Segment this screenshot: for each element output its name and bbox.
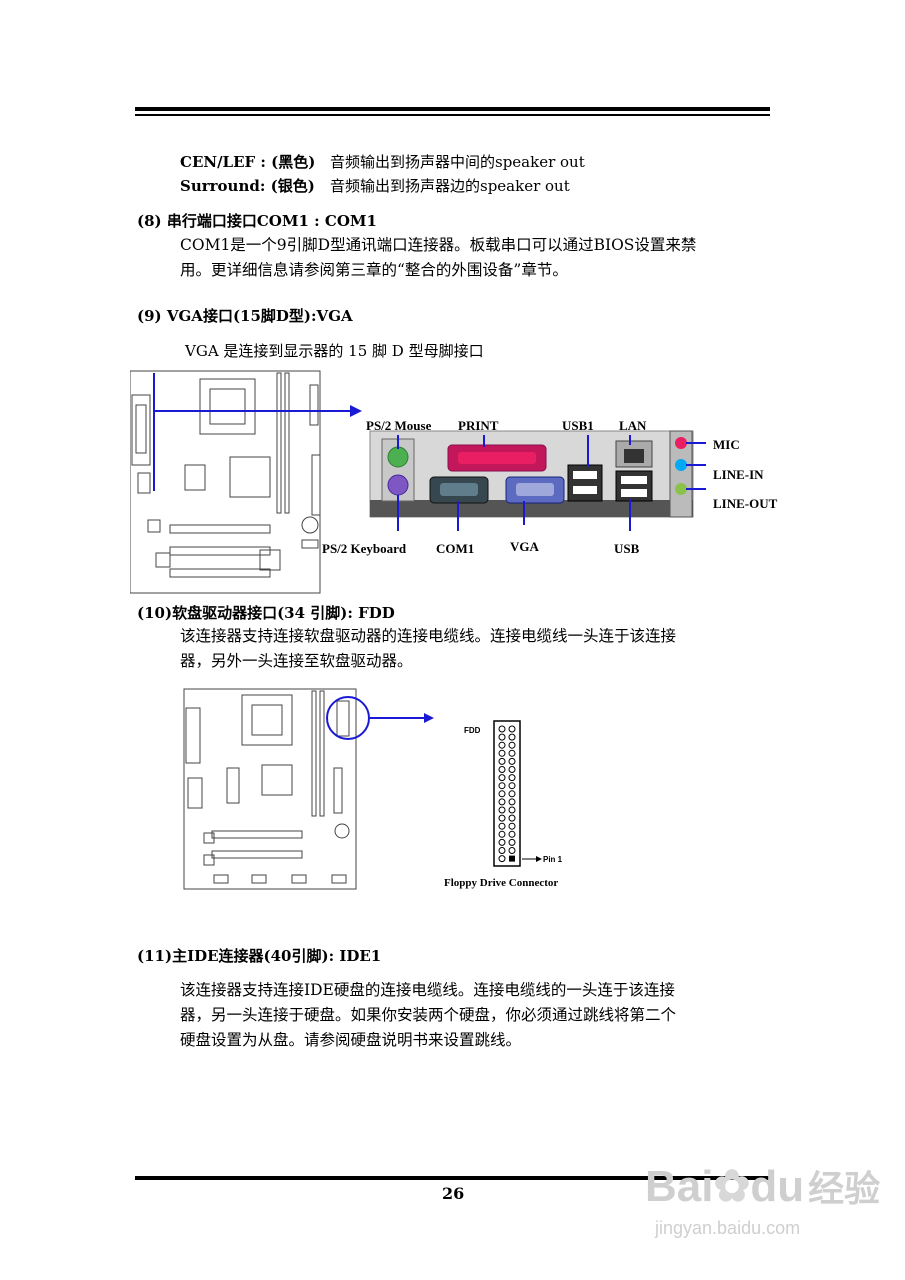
fdd-pin	[508, 733, 516, 741]
fdd-label: FDD	[464, 726, 481, 735]
fdd-pin	[508, 814, 516, 822]
io-panel-figure	[130, 370, 706, 594]
fdd-pin	[498, 733, 506, 741]
mic-jack	[675, 437, 687, 449]
fdd-pin	[498, 855, 506, 863]
watermark-brand2: du	[750, 1162, 805, 1211]
arrow-head	[350, 405, 362, 417]
footer-rule	[135, 1176, 770, 1180]
fdd-pin	[508, 782, 516, 790]
selection-bracket	[153, 373, 350, 491]
surround-label: Surround: (银色)	[180, 177, 315, 195]
watermark-url: jingyan.baidu.com	[655, 1218, 801, 1238]
label-vga: VGA	[510, 539, 539, 554]
fdd-pin	[508, 741, 516, 749]
label-ps2-mouse: PS/2 Mouse	[366, 418, 432, 433]
section11-line2: 器，另一头连接于硬盘。如果你安装两个硬盘，你必须通过跳线将第二个	[180, 1006, 677, 1024]
section10-line2: 器，另外一头连接至软盘驱动器。	[180, 652, 413, 670]
fdd-caption: Floppy Drive Connector	[444, 877, 559, 889]
fdd-pin	[498, 847, 506, 854]
fdd-pin	[508, 774, 516, 782]
section11-line3: 硬盘设置为从盘。请参阅硬盘说明书来设置跳线。	[180, 1031, 522, 1049]
fdd-figure	[183, 688, 542, 890]
section10-heading: (10)软盘驱动器接口(34 引脚): FDD	[137, 604, 395, 622]
label-usb: USB	[614, 541, 640, 556]
section11-heading: (11)主IDE连接器(40引脚): IDE1	[137, 947, 382, 965]
fdd-connector	[493, 720, 521, 867]
fdd-pin	[498, 798, 506, 806]
section8-line1: COM1是一个9引脚D型通讯端口连接器。板载串口可以通过BIOS设置来禁	[180, 236, 697, 254]
label-mic: MIC	[713, 437, 740, 452]
fdd-pin	[508, 806, 516, 814]
fdd-pin	[498, 725, 506, 733]
fdd-pin	[498, 806, 506, 814]
surround-desc: 音频输出到扬声器边的speaker out	[330, 177, 570, 195]
label-com1: COM1	[436, 541, 475, 556]
label-line-in: LINE-IN	[713, 467, 764, 482]
fdd-pin	[508, 790, 516, 798]
fdd-pin	[498, 822, 506, 830]
fdd-pin	[498, 782, 506, 790]
section8-heading: (8) 串行端口接口COM1 : COM1	[137, 212, 377, 230]
cen-label: CEN/LEF : (黑色)	[180, 153, 316, 171]
fdd-pin	[508, 757, 516, 765]
fdd-pin	[509, 855, 515, 862]
ps2-mouse-port	[387, 446, 409, 468]
label-usb1: USB1	[562, 418, 594, 433]
fdd-pin	[498, 766, 506, 773]
usb1-ports	[567, 464, 603, 502]
section9-heading: (9) VGA接口(15脚D型):VGA	[137, 307, 353, 325]
fdd-pin	[508, 838, 516, 846]
header-rule-thick	[135, 107, 770, 111]
fdd-pin	[508, 766, 516, 773]
section9-desc: VGA 是连接到显示器的 15 脚 D 型母脚接口	[185, 342, 484, 360]
fdd-pin	[498, 757, 506, 765]
fdd-pin	[498, 790, 506, 798]
fdd-pin	[498, 741, 506, 749]
fdd-pin	[508, 830, 516, 838]
fdd-pin	[498, 774, 506, 782]
label-print: PRINT	[458, 418, 499, 433]
line-in-jack	[675, 459, 687, 471]
cen-desc: 音频输出到扬声器中间的speaker out	[330, 153, 585, 171]
fdd-pin	[498, 814, 506, 822]
ps2-keyboard-port	[387, 474, 409, 496]
section8-line2: 用。更详细信息请参阅第三章的“整合的外围设备”章节。	[180, 261, 568, 279]
line-out-jack	[675, 483, 687, 495]
label-lan: LAN	[619, 418, 647, 433]
label-ps2-keyboard: PS/2 Keyboard	[322, 541, 407, 556]
fdd-pins	[498, 725, 516, 863]
fdd-pin	[498, 838, 506, 846]
label-line-out: LINE-OUT	[713, 496, 778, 511]
fdd-pin	[508, 822, 516, 830]
fdd-pin	[498, 830, 506, 838]
arrow-head-2	[424, 713, 434, 723]
motherboard-layout	[130, 370, 321, 594]
watermark-brand: Bai	[645, 1162, 714, 1211]
fdd-pin	[508, 749, 516, 757]
section10-line1: 该连接器支持连接软盘驱动器的连接电缆线。连接电缆线一头连于该连接	[180, 627, 677, 645]
fdd-pin	[508, 725, 516, 733]
watermark-brand-cn: 经验	[808, 1168, 881, 1209]
fdd-pin	[508, 798, 516, 806]
motherboard-layout-2	[183, 688, 357, 890]
page-number: 26	[442, 1184, 465, 1203]
section11-line1: 该连接器支持连接IDE硬盘的连接电缆线。连接电缆线的一头连于该连接	[180, 981, 675, 999]
fdd-pin	[498, 749, 506, 757]
leader-lines	[397, 435, 706, 531]
highlight-circle	[326, 696, 370, 740]
fdd-pin	[508, 847, 516, 854]
fdd-pin1-label: Pin 1	[543, 855, 563, 864]
header-rule-thin	[135, 114, 770, 116]
